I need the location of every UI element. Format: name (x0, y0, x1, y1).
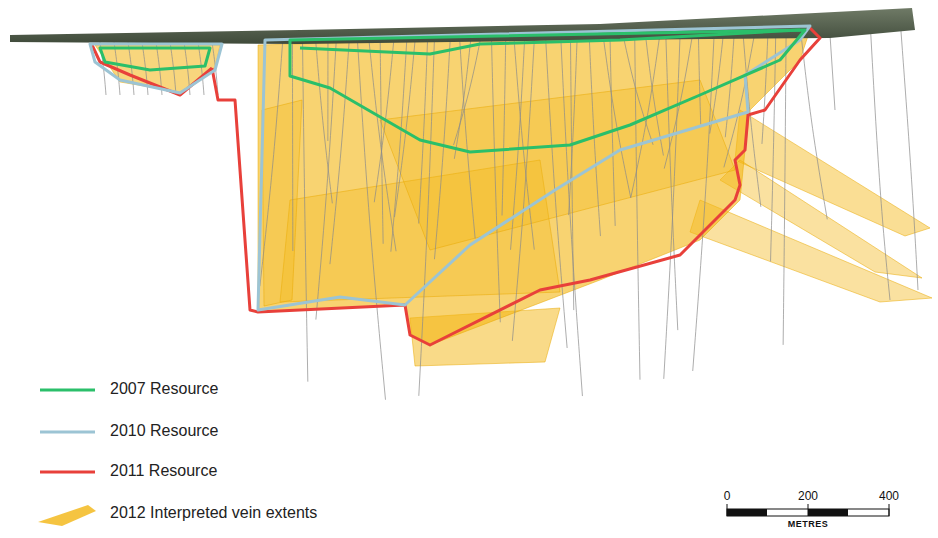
drill-trace (603, 38, 630, 198)
scale-unit: METRES (788, 519, 829, 529)
vein-extents (95, 30, 932, 366)
drill-trace (724, 38, 754, 167)
resource-2011-outline (92, 28, 820, 345)
legend-label: 2010 Resource (110, 422, 219, 440)
drill-trace (357, 38, 385, 400)
drill-trace (292, 38, 293, 251)
drill-trace (561, 38, 583, 396)
legend-swatch (40, 389, 95, 392)
legend-swatch (40, 431, 95, 434)
drill-trace (514, 38, 534, 250)
drill-trace (302, 38, 307, 382)
drill-trace (502, 38, 506, 215)
drill-trace (900, 18, 918, 290)
drill-trace (801, 38, 827, 219)
drill-trace (454, 38, 471, 159)
drill-trace (454, 38, 481, 145)
drill-trace (870, 20, 890, 300)
drill-trace (327, 38, 328, 141)
scale-bar (727, 504, 889, 516)
drill-trace (316, 38, 337, 320)
drill-trace (434, 38, 450, 259)
drill-trace (762, 38, 768, 144)
drill-trace (771, 38, 776, 261)
scale-number: 200 (798, 489, 818, 503)
drill-trace (666, 38, 678, 330)
drill-trace (635, 38, 640, 380)
legend-label: 2011 Resource (110, 462, 217, 480)
drill-trace (830, 35, 835, 110)
drill-trace (369, 38, 396, 251)
scale-number: 400 (879, 489, 899, 503)
legend-samples (38, 390, 96, 526)
legend-label: 2012 Interpreted vein extents (110, 504, 317, 522)
resource-2010-outline (90, 26, 810, 310)
resource-2007-outline (100, 30, 805, 152)
drill-trace (419, 38, 428, 224)
drill-trace (569, 38, 578, 215)
scale-number: 0 (724, 489, 731, 503)
legend-swatch (40, 471, 95, 474)
drill-trace (725, 38, 734, 137)
legend-swatch (38, 505, 96, 526)
drill-trace (693, 38, 714, 371)
legend-label: 2007 Resource (110, 380, 219, 398)
drill-trace (330, 38, 349, 264)
drill-trace (664, 38, 680, 379)
drill-holes (100, 18, 918, 400)
drill-trace (624, 38, 653, 145)
drill-trace (698, 38, 700, 124)
drill-trace (198, 42, 204, 95)
drill-trace (315, 38, 332, 203)
drill-trace (491, 38, 500, 322)
